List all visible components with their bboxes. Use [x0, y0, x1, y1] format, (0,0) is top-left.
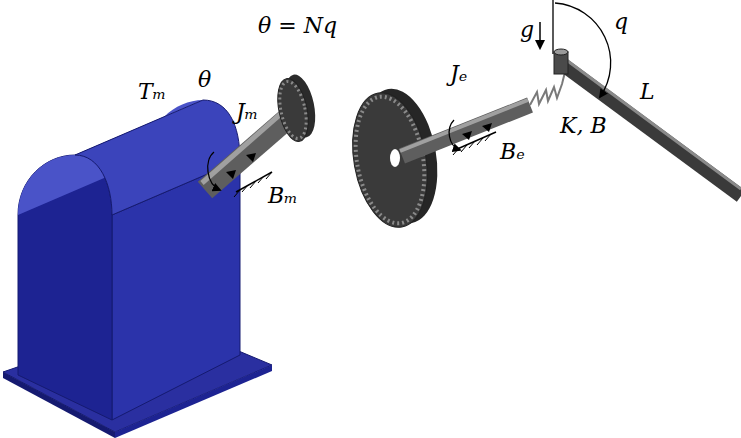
spring — [530, 72, 565, 105]
ground-hatch — [234, 172, 272, 197]
motor-part — [75, 100, 240, 215]
ground-hatch — [453, 132, 496, 155]
small-gear-part — [275, 79, 311, 141]
part-label: q — [614, 10, 628, 34]
vertical-reference-part — [552, 0, 553, 54]
part-label: θ — [198, 68, 211, 92]
part-label: Jₑ — [450, 62, 467, 86]
damper-marks-part — [462, 123, 492, 140]
ground-hatch-part — [234, 172, 272, 197]
large-gear-part — [346, 91, 433, 229]
gravity-arrow-part — [539, 22, 541, 48]
part-label: g — [520, 18, 534, 42]
torque-arrow-part — [208, 152, 220, 190]
damper-marks — [462, 123, 492, 140]
small-gear-part — [273, 76, 314, 144]
large-gear — [343, 83, 448, 233]
link-arm-part — [554, 49, 568, 55]
link-arm — [554, 49, 741, 196]
part-label: L — [640, 80, 655, 104]
ground-hatch-part — [453, 134, 491, 155]
gravity-arrow — [540, 22, 541, 48]
ground-hatch-part — [236, 172, 272, 192]
part-label: K, B — [560, 114, 607, 138]
angle-arc — [555, 3, 611, 97]
spring-part — [530, 72, 565, 105]
large-gear-part — [343, 87, 438, 233]
vertical-reference — [553, 0, 554, 54]
damper-marks-part — [226, 153, 256, 179]
small-gear — [273, 72, 321, 144]
motor-shaft-part — [205, 118, 288, 190]
part-label: θ = Nq — [258, 14, 337, 38]
part-label: Bₑ — [500, 140, 525, 164]
part-label: Tₘ — [138, 80, 166, 104]
torque-arrow-part — [449, 120, 460, 150]
torque-arrow — [449, 120, 460, 150]
part-label: Bₘ — [268, 184, 298, 208]
motor — [3, 100, 272, 438]
part-label: Jₘ — [236, 100, 258, 124]
damper-marks — [226, 153, 256, 179]
angle-arc-part — [555, 3, 611, 97]
large-gear-part — [390, 149, 400, 167]
torque-arrow — [208, 152, 220, 190]
